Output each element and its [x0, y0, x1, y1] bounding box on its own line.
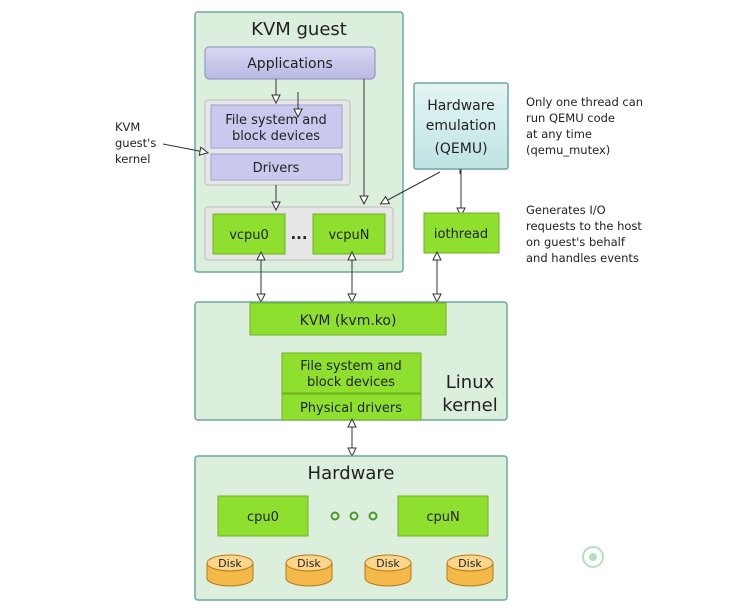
- qemu-note-line4: (qemu_mutex): [526, 143, 610, 157]
- guest-arrows: [276, 79, 461, 206]
- kvm-guest-panel: KVM guest Applications File system and b…: [194, 11, 404, 273]
- qemu-note-line1: Only one thread can: [526, 95, 643, 109]
- host-fs-line1: File system and: [300, 359, 401, 374]
- guest-fs-line1: File system and: [225, 113, 326, 128]
- qemu-note: Only one thread can run QEMU code at any…: [526, 95, 643, 157]
- vcpu-row: vcpu0 ... vcpuN: [204, 206, 394, 261]
- host-fs-line2: block devices: [307, 375, 395, 390]
- kvm-module-label: KVM (kvm.ko): [300, 313, 397, 329]
- linux-kernel-panel: KVM (kvm.ko) File system and block devic…: [194, 301, 508, 421]
- cpu-ellipsis-dots: [330, 511, 378, 521]
- guest-fs-line2: block devices: [232, 129, 320, 144]
- guest-kernel-label-line1: KVM: [115, 120, 140, 134]
- cpuN-label: cpuN: [426, 510, 459, 525]
- kernel-label: kernel: [442, 395, 497, 416]
- hardware-title: Hardware: [308, 463, 395, 484]
- disk-1: Disk: [206, 554, 254, 587]
- disk-4-label: Disk: [458, 557, 482, 570]
- kvm-guest-title: KVM guest: [251, 19, 347, 40]
- iothread-note: Generates I/O requests to the host on gu…: [526, 203, 642, 265]
- iothread-note-line2: requests to the host: [526, 219, 642, 233]
- guest-kernel-box: File system and block devices Drivers: [204, 99, 351, 186]
- cpu0-label: cpu0: [247, 510, 279, 525]
- vcpu-ellipsis: ...: [290, 225, 307, 243]
- applications-label: Applications: [247, 56, 333, 72]
- applications-box: Applications: [204, 46, 376, 80]
- qemu-box: Hardware emulation (QEMU): [413, 82, 509, 170]
- qemu-line3: (QEMU): [434, 141, 487, 157]
- disk-3: Disk: [364, 554, 412, 587]
- guest-drivers-label: Drivers: [253, 161, 300, 176]
- guest-kernel-label-line3: kernel: [115, 152, 150, 166]
- vcpu0-label: vcpu0: [229, 228, 269, 243]
- guest-kernel-label-line2: guest's: [115, 136, 156, 150]
- iothread-label: iothread: [434, 227, 488, 242]
- guest-kernel-callout: KVM guest's kernel: [115, 120, 204, 166]
- host-link-arrows: [261, 256, 437, 298]
- iothread-box: iothread: [423, 212, 500, 254]
- iothread-note-line1: Generates I/O: [526, 203, 606, 217]
- iothread-note-line3: on guest's behalf: [526, 235, 626, 249]
- disk-4: Disk: [446, 554, 494, 587]
- watermark-logo: [582, 546, 604, 568]
- physical-drivers-label: Physical drivers: [300, 401, 402, 416]
- disk-1-label: Disk: [218, 557, 242, 570]
- qemu-line1: Hardware: [427, 98, 495, 114]
- disk-2-label: Disk: [297, 557, 321, 570]
- hardware-panel: Hardware cpu0 cpuN Disk Disk Disk: [194, 455, 508, 601]
- disk-3-label: Disk: [376, 557, 400, 570]
- iothread-note-line4: and handles events: [526, 251, 639, 265]
- vcpuN-label: vcpuN: [328, 228, 369, 243]
- qemu-note-line2: run QEMU code: [526, 111, 615, 125]
- disk-2: Disk: [285, 554, 333, 587]
- qemu-line2: emulation: [426, 118, 496, 134]
- qemu-note-line3: at any time: [526, 127, 592, 141]
- linux-label: Linux: [446, 372, 495, 393]
